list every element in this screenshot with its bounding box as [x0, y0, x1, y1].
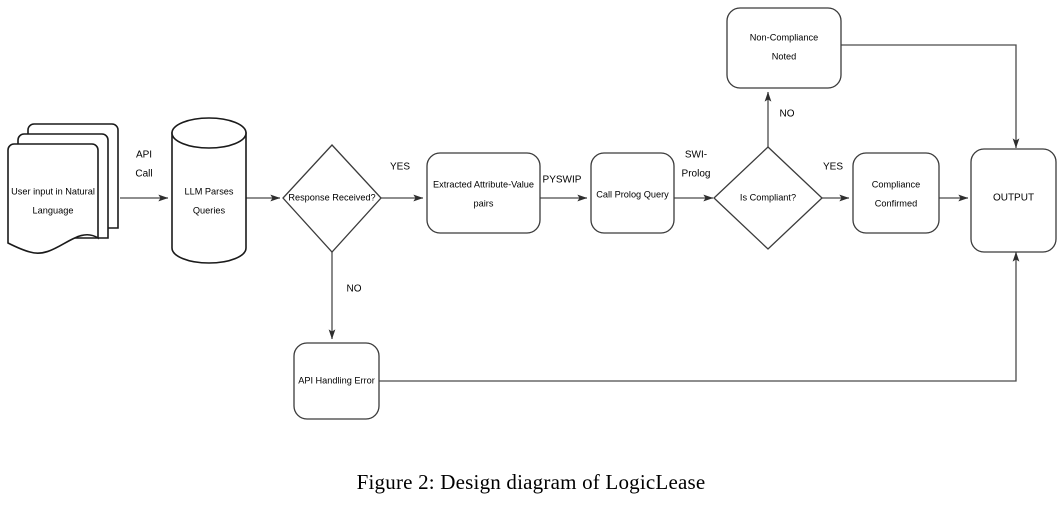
edge-label-yes-response: YES: [390, 162, 410, 173]
process-box: [726, 7, 842, 89]
cylinder-body: [171, 132, 247, 264]
node-llm-parses[interactable]: LLM Parses Queries: [171, 117, 247, 264]
decision-diamond: [282, 144, 382, 253]
edge-label-layer: API Call YES NO PYSWIP SWI- Prolog YES N…: [135, 109, 843, 295]
non-compliance-label-line1: Non-Compliance: [750, 32, 818, 42]
edge-label-pyswip: PYSWIP: [543, 175, 582, 186]
response-received-label: Response Received?: [288, 192, 375, 202]
process-box: [970, 148, 1057, 253]
node-extracted-pairs[interactable]: Extracted Attribute-Value pairs: [426, 152, 541, 234]
edge-label-swi-line1: SWI-: [685, 150, 707, 161]
user-input-label-line1: User input in Natural: [11, 186, 95, 196]
node-api-handling-error[interactable]: API Handling Error: [293, 342, 380, 420]
edge-label-api-call-line2: Call: [135, 169, 152, 180]
edge-label-no-compliant: NO: [780, 109, 795, 120]
extracted-label-line1: Extracted Attribute-Value: [433, 179, 534, 189]
connector-layer: [120, 44, 1020, 382]
document-front-sheet: [7, 143, 99, 254]
decision-diamond: [713, 146, 823, 250]
edge-label-api-call-line1: API: [136, 150, 152, 161]
call-prolog-label: Call Prolog Query: [596, 189, 669, 199]
process-box: [426, 152, 541, 234]
process-box: [293, 342, 380, 420]
output-label: OUTPUT: [993, 193, 1034, 204]
compliance-confirmed-label-line1: Compliance: [872, 179, 921, 189]
node-user-input[interactable]: User input in Natural Language: [7, 123, 119, 254]
edge-noncompliance-to-output: [841, 44, 1020, 149]
user-input-label-line2: Language: [33, 205, 74, 215]
process-box: [590, 152, 675, 234]
node-non-compliance-noted[interactable]: Non-Compliance Noted: [726, 7, 842, 89]
extracted-label-line2: pairs: [474, 198, 494, 208]
flowchart-diagram: User input in Natural Language LLM Parse…: [7, 7, 1057, 420]
node-compliance-confirmed[interactable]: Compliance Confirmed: [852, 152, 940, 234]
node-is-compliant[interactable]: Is Compliant?: [713, 146, 823, 250]
is-compliant-label: Is Compliant?: [740, 192, 796, 202]
figure-caption: Figure 2: Design diagram of LogicLease: [356, 470, 706, 494]
non-compliance-label-line2: Noted: [772, 51, 797, 61]
node-output[interactable]: OUTPUT: [970, 148, 1057, 253]
node-response-received[interactable]: Response Received?: [282, 144, 382, 253]
edge-label-yes-compliant: YES: [823, 162, 843, 173]
api-handling-error-label: API Handling Error: [298, 375, 375, 385]
compliance-confirmed-label-line2: Confirmed: [875, 198, 917, 208]
process-box: [852, 152, 940, 234]
cylinder-top: [171, 117, 247, 149]
edge-label-swi-line2: Prolog: [682, 169, 711, 180]
node-call-prolog-query[interactable]: Call Prolog Query: [590, 152, 675, 234]
edge-label-no-response: NO: [347, 284, 362, 295]
llm-label-line2: Queries: [193, 205, 226, 215]
llm-label-line1: LLM Parses: [184, 186, 233, 196]
edge-apierror-to-output: [379, 251, 1020, 382]
